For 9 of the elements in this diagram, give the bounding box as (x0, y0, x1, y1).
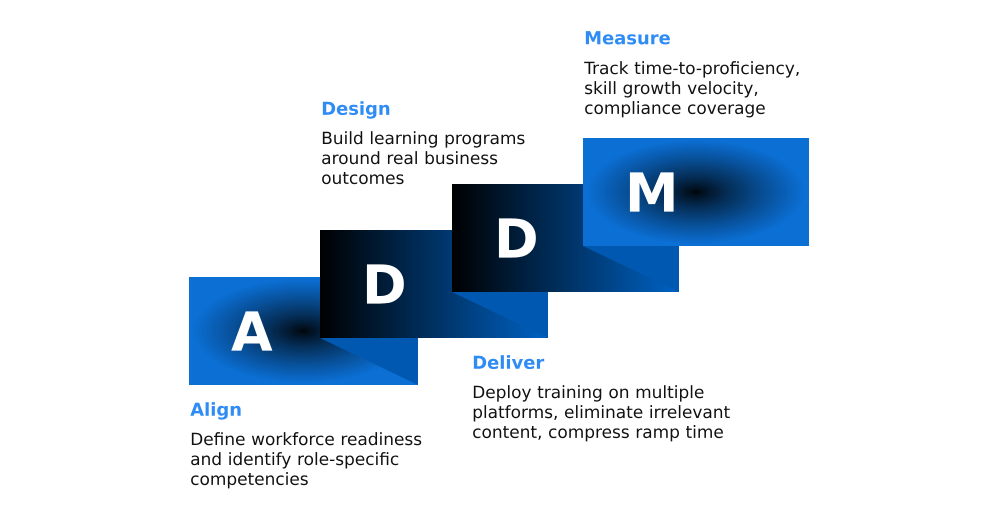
step-description: Deploy training on multiple platforms, eliminate irrelevant content, compress ramp time (473, 385, 730, 442)
step-heading: Measure (586, 31, 670, 44)
step-description: Build learning programs around real business outcomes (322, 131, 524, 184)
tile-letter: M (630, 172, 674, 212)
tile-letter: D (366, 264, 404, 304)
tile-letter: A (231, 311, 272, 351)
tile-letter: D (498, 218, 536, 258)
step-description: Define workforce readiness and identify role-specific competencies (191, 432, 422, 488)
step-heading: Design (322, 101, 390, 119)
